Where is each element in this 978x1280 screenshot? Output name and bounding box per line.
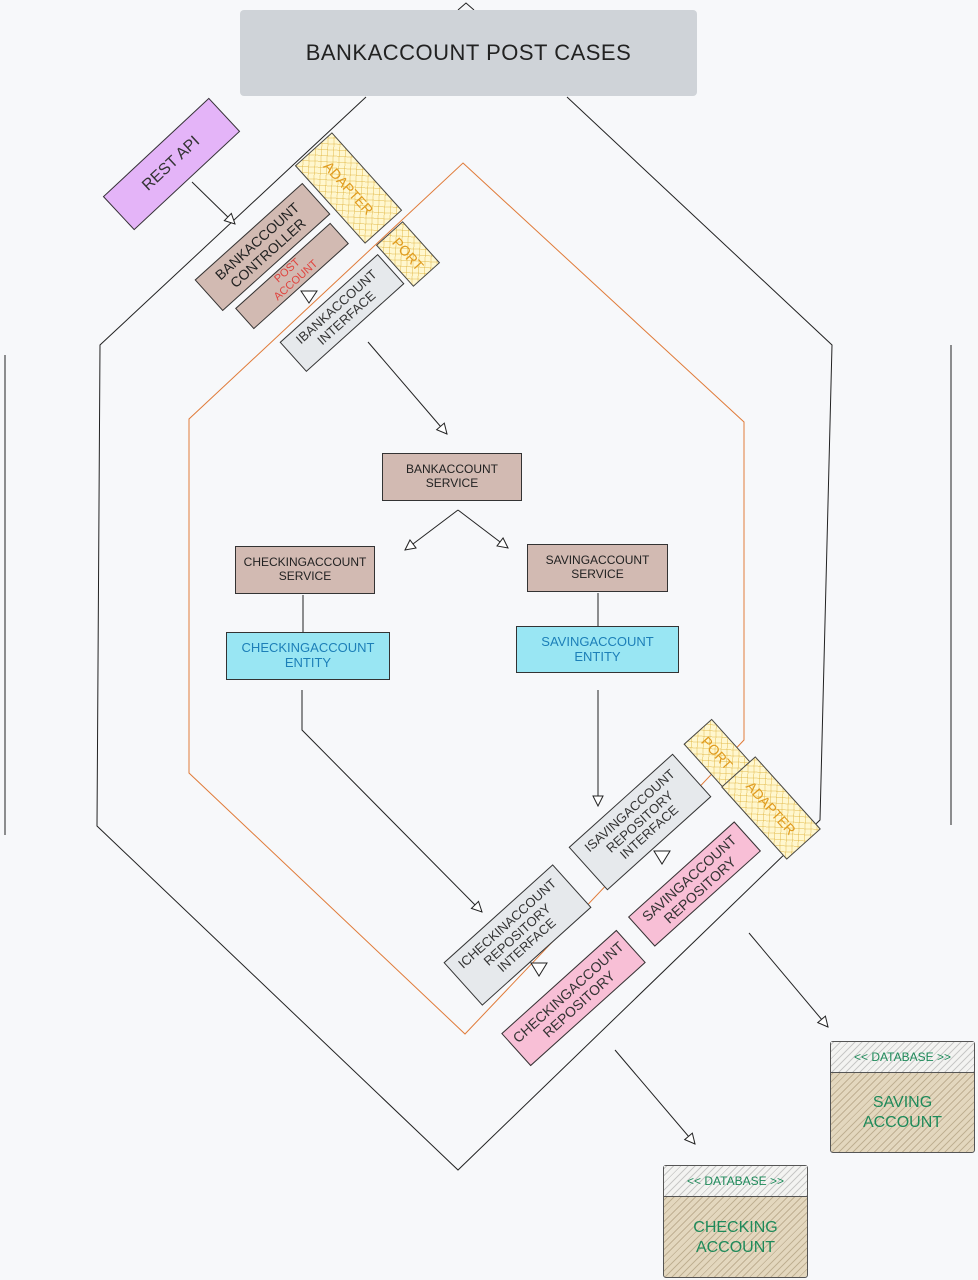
realization-triangle-saving — [653, 850, 671, 865]
checking-db-name-line-1: CHECKING — [693, 1218, 778, 1236]
arrow-checking-repo-to-db — [614, 1049, 695, 1144]
outer-hexagon — [96, 96, 833, 1171]
saving-db-stereotype: << DATABASE >> — [831, 1042, 974, 1073]
saving-account-database: << DATABASE >> SAVING ACCOUNT — [830, 1041, 975, 1153]
bank-service-line-2: SERVICE — [425, 476, 479, 490]
checking-db-name-line-2: ACCOUNT — [695, 1238, 776, 1256]
saving-service-line-1: SAVINGACCOUNT — [545, 553, 650, 568]
realization-triangle-checking — [530, 962, 548, 977]
savingaccount-service-node: SAVINGACCOUNT SERVICE — [527, 544, 668, 592]
checking-service-line-2: SERVICE — [278, 569, 332, 583]
inner-hexagon — [188, 162, 745, 1035]
arrow-service-to-saving — [457, 509, 508, 548]
saving-entity-line-2: ENTITY — [574, 648, 621, 664]
checkingaccount-service-node: CHECKINGACCOUNT SERVICE — [235, 546, 375, 594]
arrow-interface-to-service — [367, 341, 447, 434]
checkingaccount-entity-node: CHECKINGACCOUNT ENTITY — [226, 632, 390, 680]
arrow-service-to-checking — [405, 509, 459, 550]
checking-service-line-1: CHECKINGACCOUNT — [243, 555, 367, 570]
bankaccount-service-node: BANKACCOUNT SERVICE — [382, 453, 522, 501]
checking-account-database: << DATABASE >> CHECKING ACCOUNT — [663, 1165, 808, 1278]
realization-triangle-controller — [300, 290, 318, 304]
saving-db-name-line-2: ACCOUNT — [862, 1114, 943, 1131]
saving-service-line-2: SERVICE — [571, 567, 624, 581]
checking-entity-line-2: ENTITY — [284, 655, 332, 670]
bank-service-line-1: BANKACCOUNT — [405, 462, 498, 477]
checking-db-stereotype: << DATABASE >> — [664, 1166, 807, 1197]
savingaccount-entity-node: SAVINGACCOUNT ENTITY — [516, 626, 679, 673]
arrow-saving-repo-to-db — [748, 932, 828, 1027]
port-bottom-label: PORT — [698, 733, 736, 773]
saving-entity-line-1: SAVINGACCOUNT — [541, 633, 654, 649]
checking-entity-line-1: CHECKINGACCOUNT — [241, 640, 375, 656]
outer-hexagon-top-peak — [457, 2, 475, 11]
diagram-title: BANKACCOUNT POST CASES — [240, 10, 697, 96]
arrow-restapi-to-controller — [191, 181, 235, 224]
arrow-checking-entity-to-repo-interface — [301, 690, 482, 912]
saving-db-name-line-1: SAVING — [872, 1094, 933, 1111]
